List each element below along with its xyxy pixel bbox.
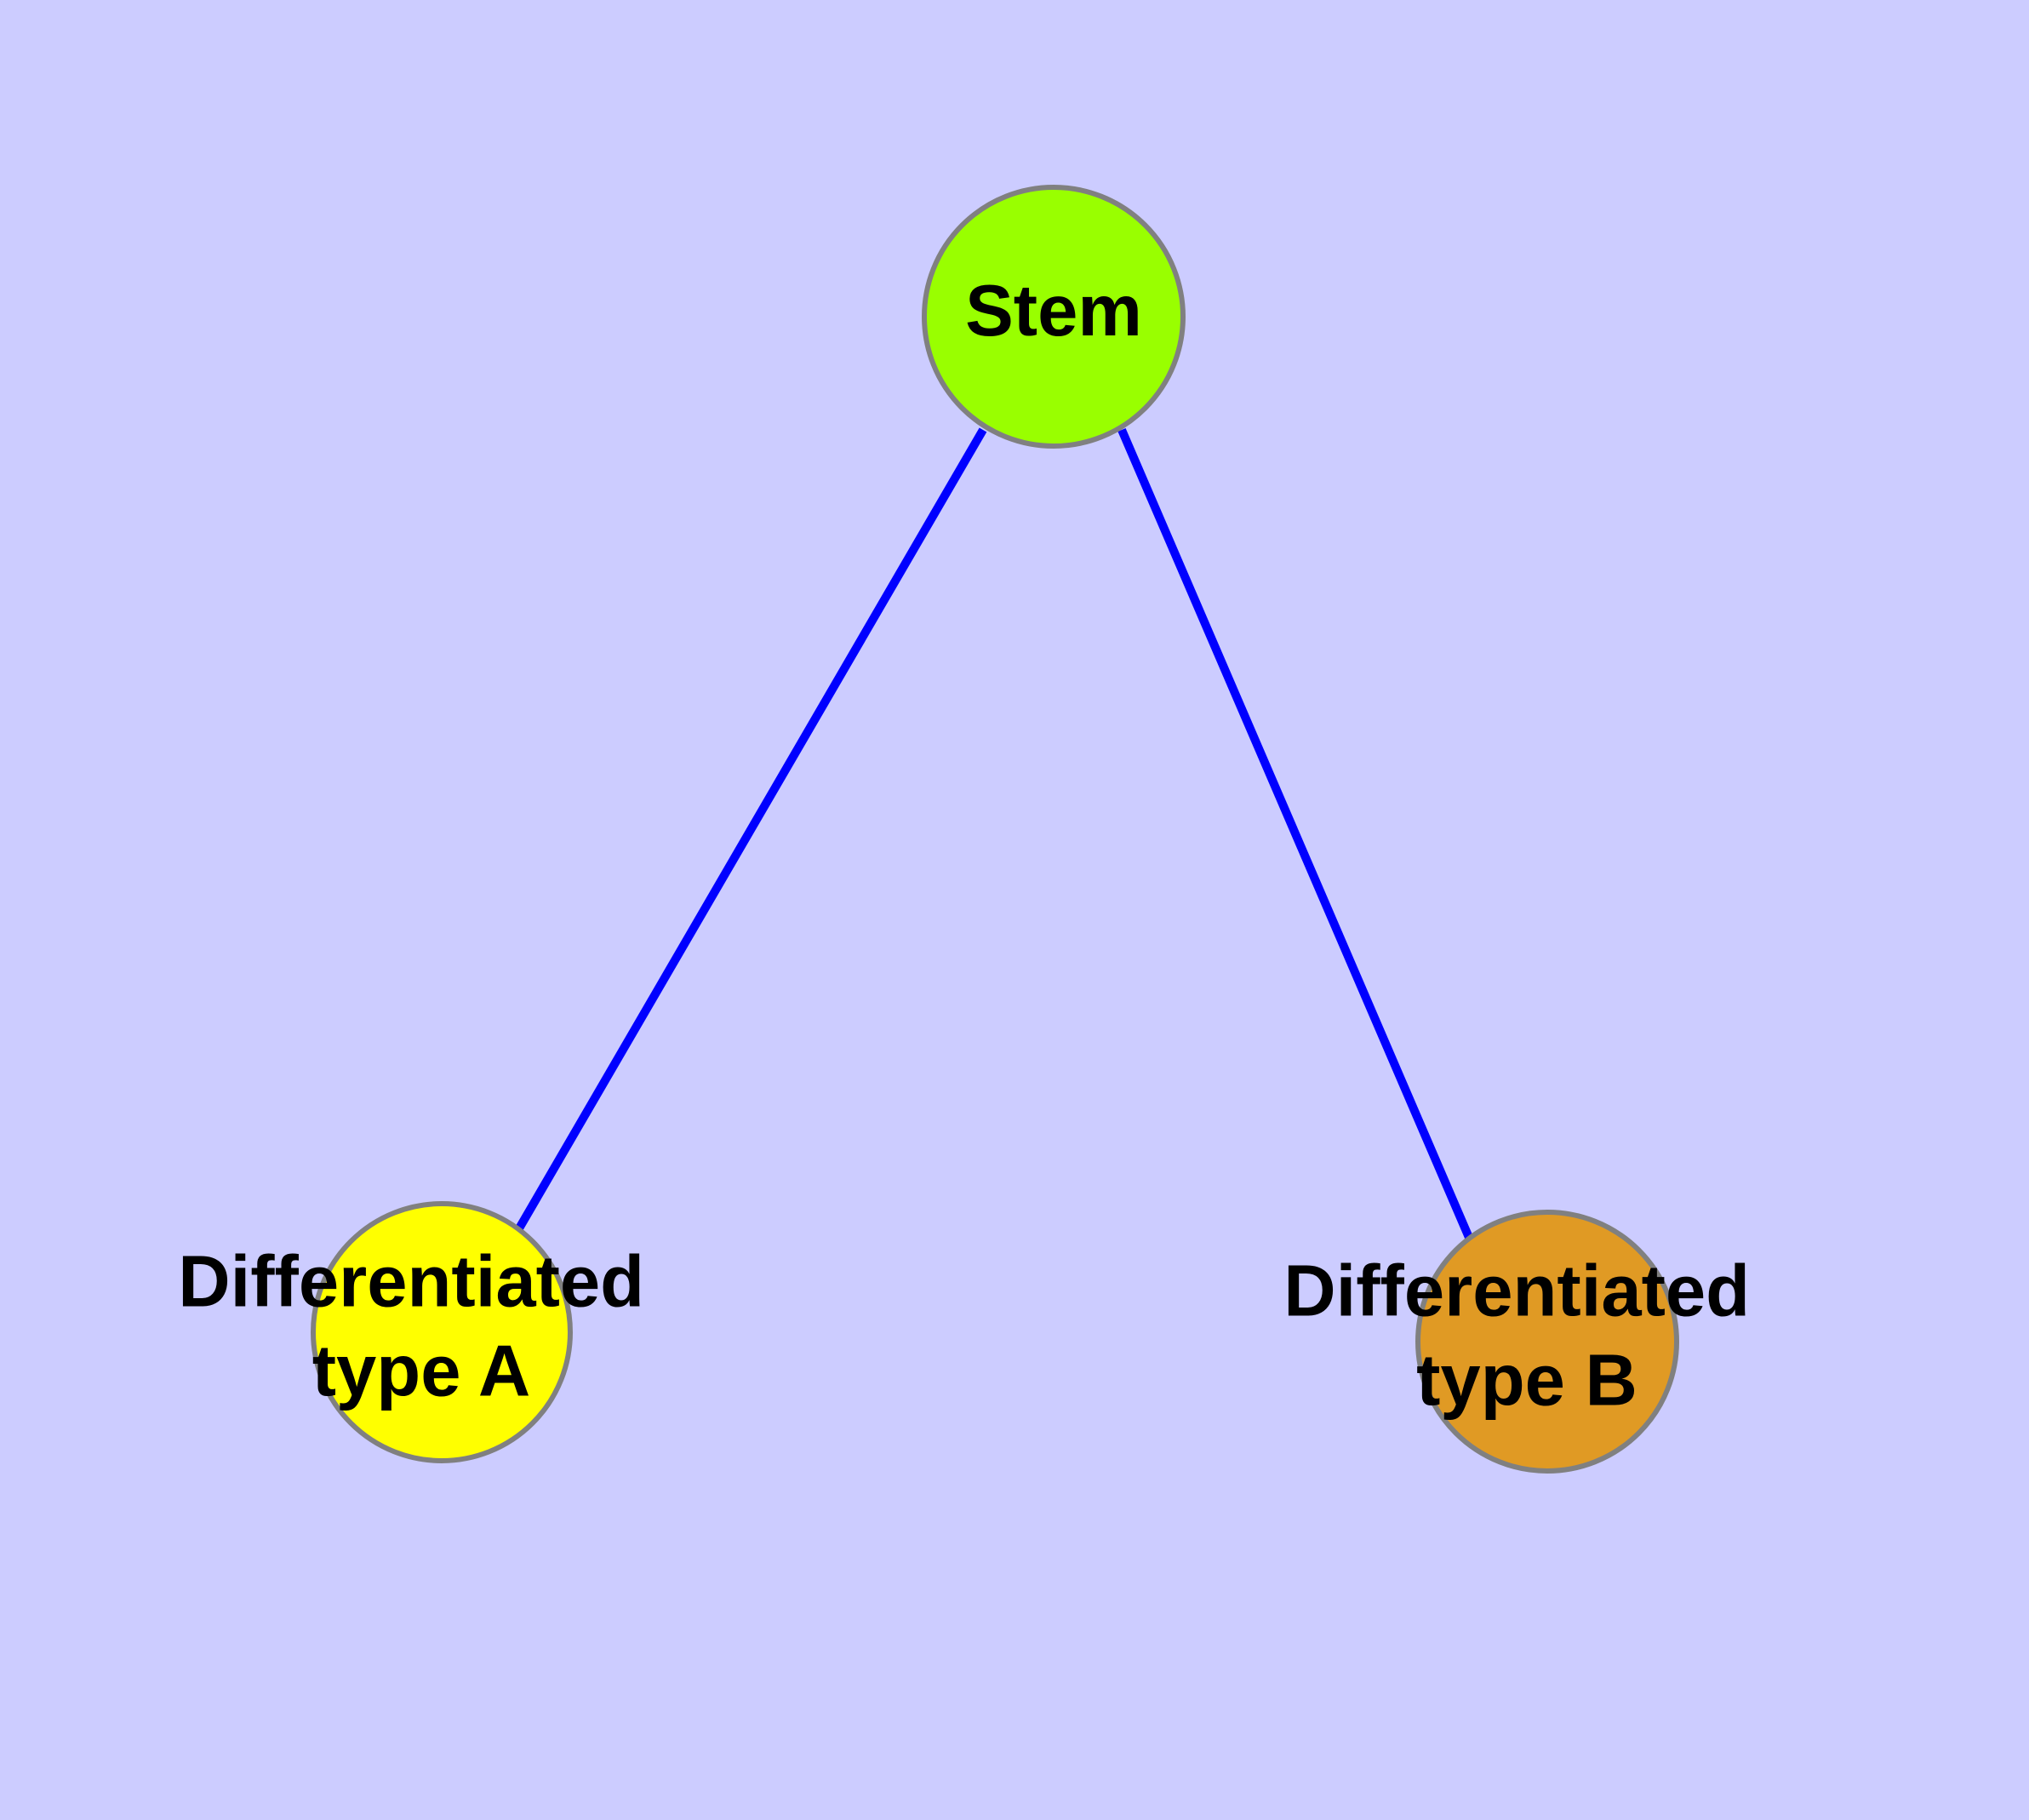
node-differentiated-type-a-label-line-1: Differentiated <box>178 1242 644 1323</box>
label-layer: Stem Differentiated type A Differentiate… <box>178 271 1769 1422</box>
edge-stem-to-type-a[interactable] <box>515 427 987 1231</box>
node-differentiated-type-b[interactable] <box>1415 1210 1679 1474</box>
node-differentiated-type-b-label-line-2: type B <box>1416 1341 1637 1422</box>
node-differentiated-type-a-label-line-2: type A <box>312 1331 531 1412</box>
node-differentiated-type-b-label: Differentiated type B <box>1283 1251 1769 1422</box>
node-stem[interactable] <box>922 185 1186 449</box>
node-differentiated-type-a-label: Differentiated type A <box>178 1242 664 1412</box>
node-stem-label: Stem <box>965 271 1142 352</box>
node-stem-label-line-1: Stem <box>965 271 1142 352</box>
edge-stem-to-type-b[interactable] <box>1117 428 1474 1241</box>
node-differentiated-type-a[interactable] <box>311 1201 573 1463</box>
node-layer <box>311 185 1679 1474</box>
node-differentiated-type-b-label-line-1: Differentiated <box>1283 1251 1750 1332</box>
edge-layer <box>515 427 1474 1241</box>
